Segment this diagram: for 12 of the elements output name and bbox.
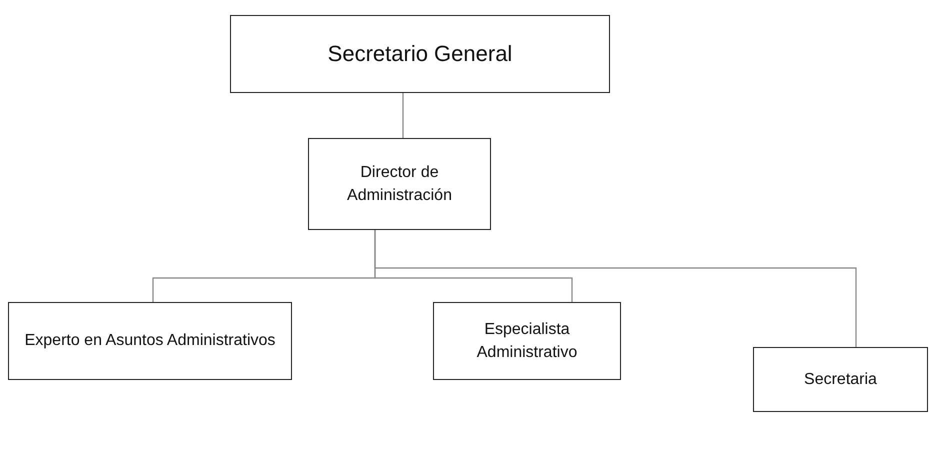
position-box [433,302,621,380]
position-box [8,302,292,380]
position-title: Director de Administración [346,162,453,206]
position-title: Secretario General [328,40,512,68]
position-box [753,347,928,412]
position-box [230,15,610,93]
position-title: Experto en Asuntos Administrativos [24,331,276,352]
position-title: Especialista Administrativo [476,320,578,363]
connector-line [374,230,857,347]
position-title: Secretaria [804,370,877,390]
position-box [308,138,491,230]
connector-line [402,93,404,138]
